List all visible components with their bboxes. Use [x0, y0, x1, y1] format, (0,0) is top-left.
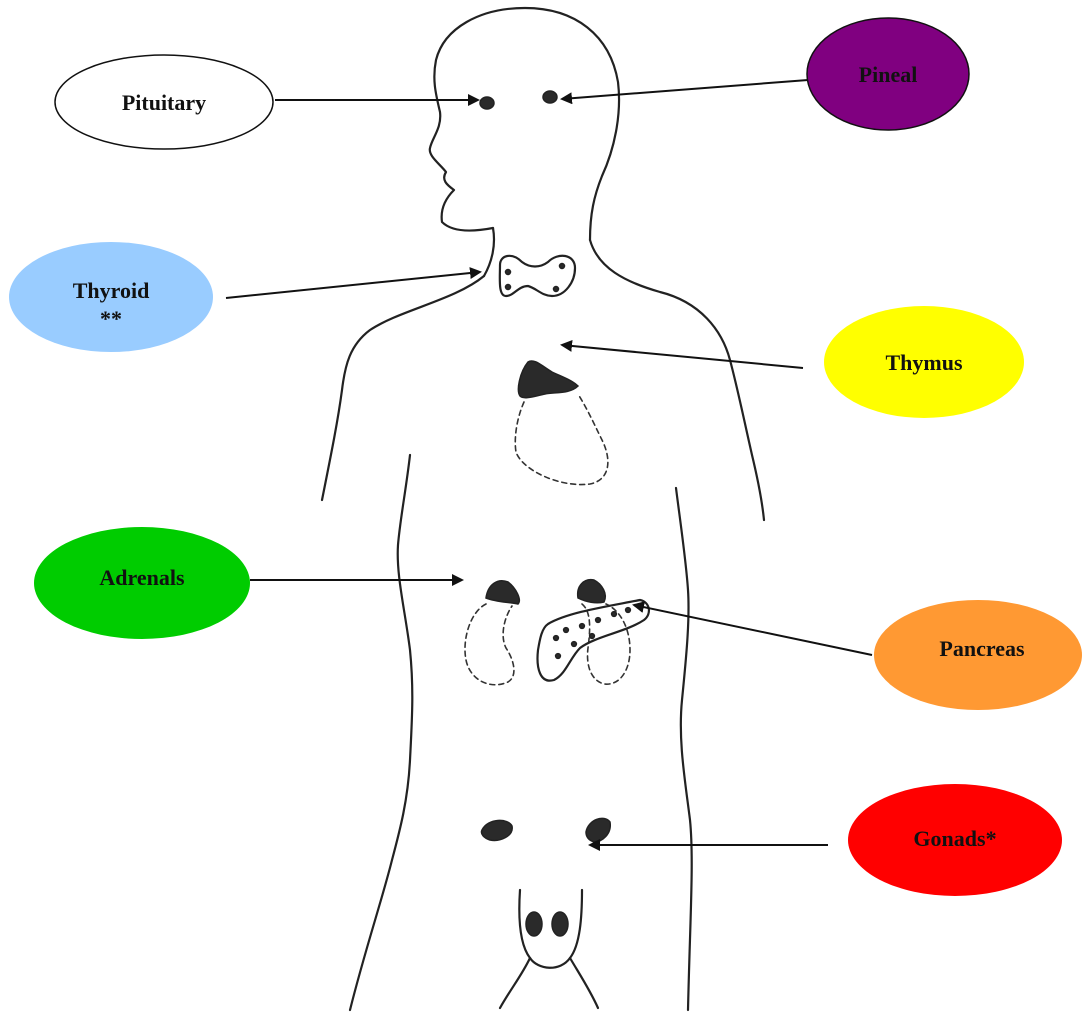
pituitary-gland [480, 97, 494, 109]
pancreas-dot-5 [612, 612, 617, 617]
left-torso [350, 455, 412, 1010]
adrenal-gland-left [486, 581, 519, 604]
gonad-right [586, 818, 610, 842]
thyroid-dot-4 [554, 287, 559, 292]
label-gonads: Gonads* [848, 784, 1062, 896]
pancreas-dot-9 [626, 608, 631, 613]
arrow-pineal [562, 80, 808, 99]
pancreas-label: Pancreas [939, 636, 1025, 661]
testis-left [526, 912, 542, 936]
thyroid-dot-2 [506, 285, 511, 290]
arrow-thyroid [226, 272, 480, 298]
head-outline [430, 8, 619, 240]
pancreas-dot-1 [554, 636, 559, 641]
neck-left [484, 228, 494, 276]
adrenal-gland-right [578, 580, 606, 603]
thyroid-dot-3 [560, 264, 565, 269]
pancreas-dot-2 [564, 628, 569, 633]
thyroid-label: Thyroid [73, 278, 150, 303]
testis-right [552, 912, 568, 936]
label-thyroid: Thyroid ** [9, 242, 213, 352]
gonads-label: Gonads* [913, 826, 996, 851]
thymus-label: Thymus [885, 350, 962, 375]
gonad-left [481, 820, 512, 840]
pancreas-dot-3 [580, 624, 585, 629]
kidney-left [465, 604, 514, 685]
label-pancreas: Pancreas [874, 600, 1082, 710]
arrow-thymus [562, 345, 803, 368]
heart-outline [515, 394, 608, 485]
label-pineal: Pineal [807, 18, 969, 130]
right-shoulder-arm [590, 240, 764, 520]
pancreas-dot-4 [596, 618, 601, 623]
thyroid-gland [500, 256, 575, 296]
label-adrenals: Adrenals [34, 527, 250, 639]
pancreas-dot-8 [590, 634, 595, 639]
thyroid-dot-1 [506, 270, 511, 275]
arrows [226, 80, 872, 845]
thyroid-footnote-mark: ** [100, 306, 122, 331]
pancreas-dot-7 [572, 642, 577, 647]
leg-inner-right [570, 958, 598, 1008]
pancreas-dot-6 [556, 654, 561, 659]
left-shoulder-arm [322, 276, 484, 500]
pineal-gland [543, 91, 557, 103]
arrow-pancreas [634, 605, 872, 655]
thymus-gland [518, 361, 578, 398]
right-torso [676, 488, 692, 1010]
body-outline [322, 8, 764, 1010]
glands [465, 91, 649, 936]
pituitary-label: Pituitary [122, 90, 206, 115]
leg-inner-left [500, 958, 530, 1008]
label-pituitary: Pituitary [55, 55, 273, 149]
pineal-label: Pineal [859, 62, 918, 87]
label-thymus: Thymus [824, 306, 1024, 418]
adrenals-label: Adrenals [99, 565, 185, 590]
kidney-right [582, 604, 630, 684]
